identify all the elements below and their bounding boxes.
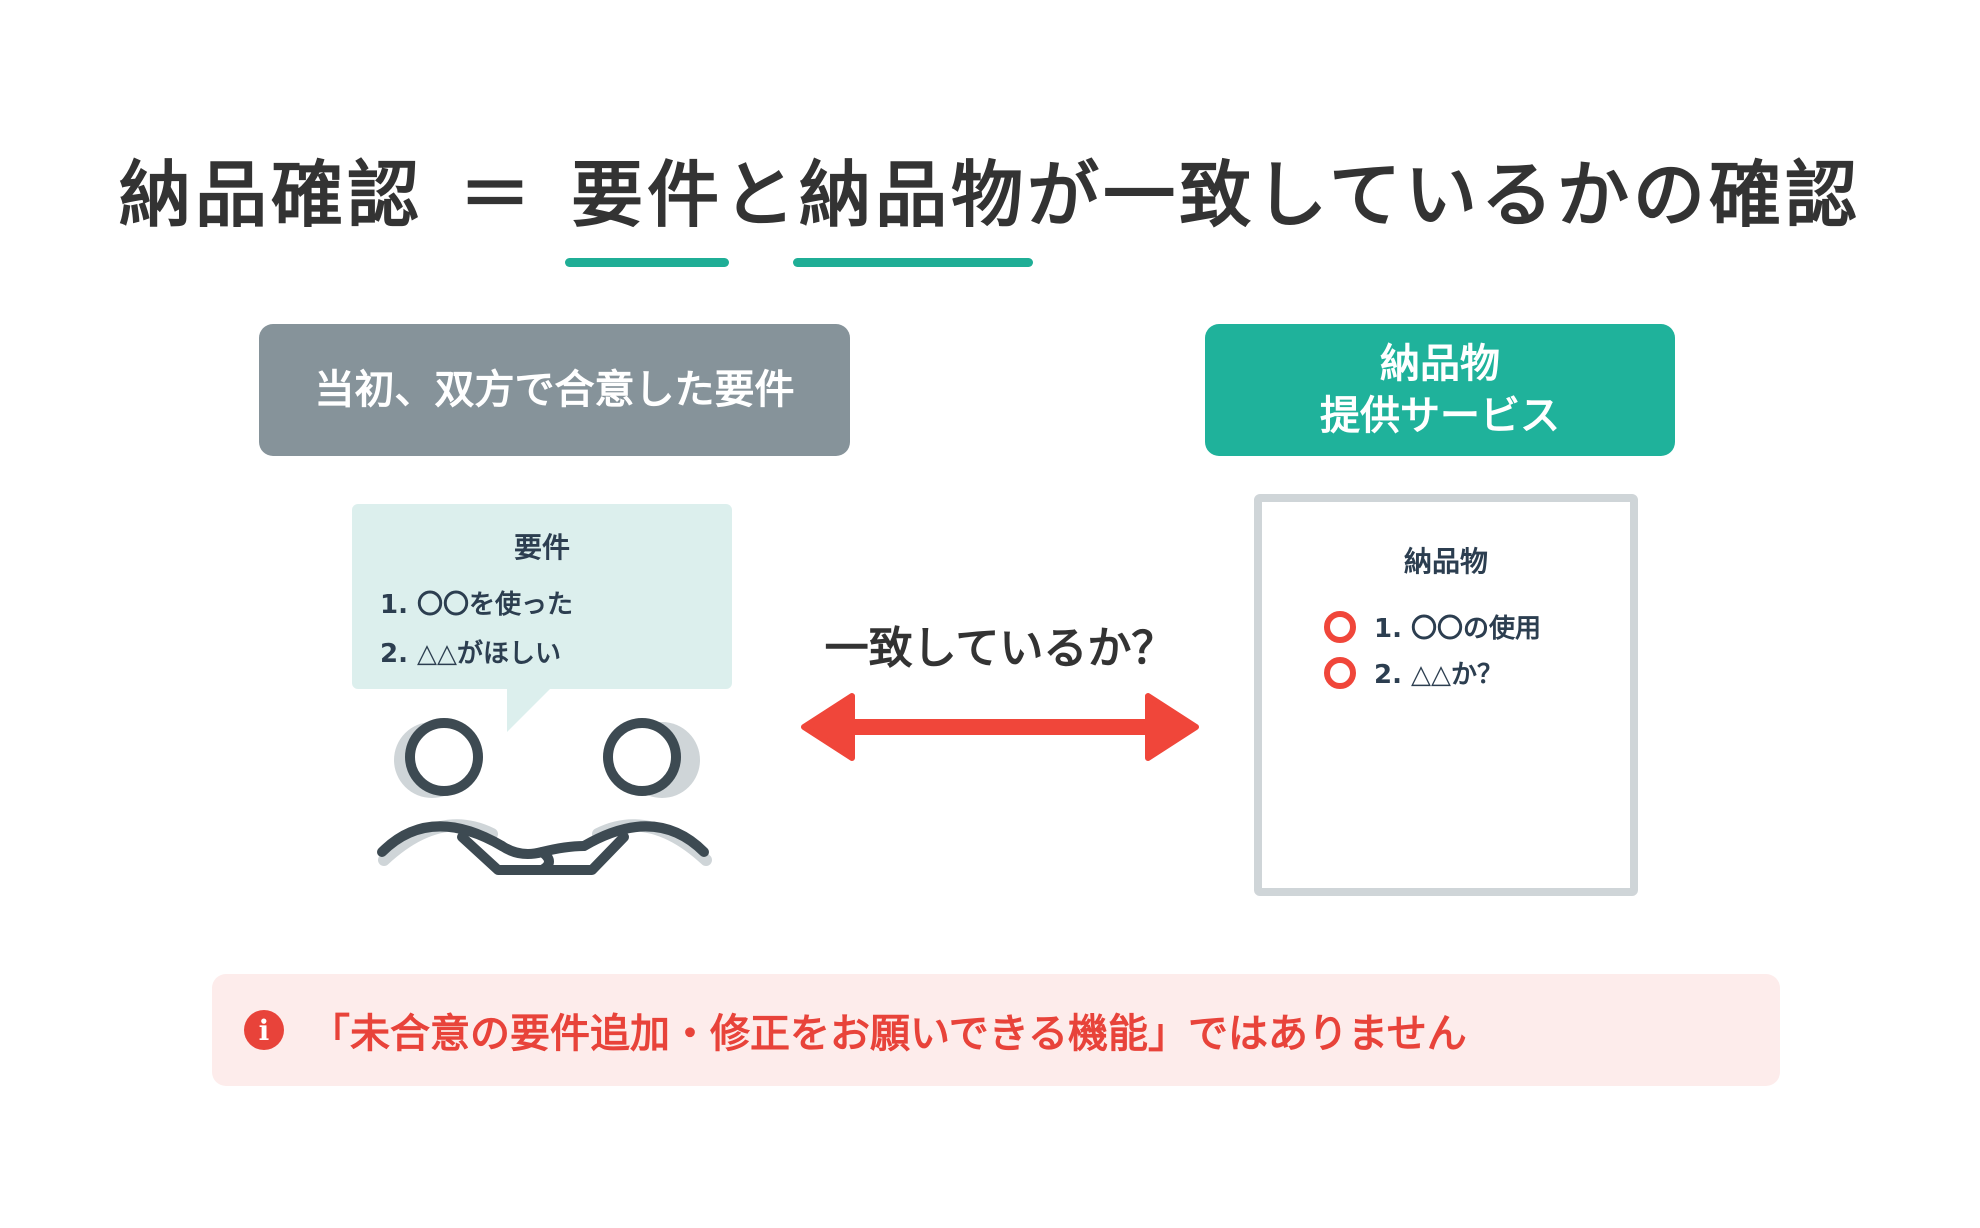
double-arrow-icon <box>801 693 1199 761</box>
title-conjunction: と <box>723 152 800 237</box>
agreed-requirements-header: 当初、双方で合意した要件 <box>259 324 850 456</box>
document-item-2: 2. △△か？ <box>1324 654 1503 691</box>
document-item-1: 1. 〇〇の使用 <box>1324 608 1541 645</box>
check-circle-icon <box>1324 656 1356 689</box>
info-icon: i <box>244 1010 284 1050</box>
disclaimer-text: 「未合意の要件追加・修正をお願いできる機能」ではありません <box>310 1011 1467 1057</box>
deliverable-header-line-2: 提供サービス <box>1320 393 1560 439</box>
disclaimer-notice: i 「未合意の要件追加・修正をお願いできる機能」ではありません <box>212 974 1780 1086</box>
speech-bubble-tail <box>507 688 551 732</box>
document-item-2-text: 2. △△か？ <box>1374 660 1504 690</box>
document-item-1-text: 1. 〇〇の使用 <box>1374 614 1542 644</box>
deliverable-document: 納品物 1. 〇〇の使用 2. △△か？ <box>1254 494 1638 896</box>
agreed-requirements-label: 当初、双方で合意した要件 <box>314 367 795 413</box>
title-part-5: が一致しているかの確認 <box>1027 152 1861 237</box>
deliverable-header-line-1: 納品物 <box>1380 341 1500 387</box>
title-equals: ＝ <box>459 152 536 237</box>
bubble-item-2: 2. △△がほしい <box>380 639 562 669</box>
bubble-item-1: 1. 〇〇を使った <box>380 590 574 620</box>
people-handshake-icon <box>377 718 712 875</box>
title-requirements: 要件 <box>565 136 730 267</box>
document-title: 納品物 <box>1403 545 1488 578</box>
bubble-title: 要件 <box>513 531 570 564</box>
match-question-label: 一致しているか？ <box>824 623 1176 674</box>
requirements-speech-bubble: 要件 1. 〇〇を使った 2. △△がほしい <box>352 504 732 689</box>
deliverable-header: 納品物 提供サービス <box>1205 324 1675 456</box>
title-deliverable: 納品物 <box>793 136 1034 267</box>
title-part-1: 納品確認 <box>119 152 424 237</box>
page-title: 納品確認 ＝ 要件 と 納品物 が一致しているかの確認 <box>0 136 1980 267</box>
check-circle-icon <box>1324 610 1356 643</box>
